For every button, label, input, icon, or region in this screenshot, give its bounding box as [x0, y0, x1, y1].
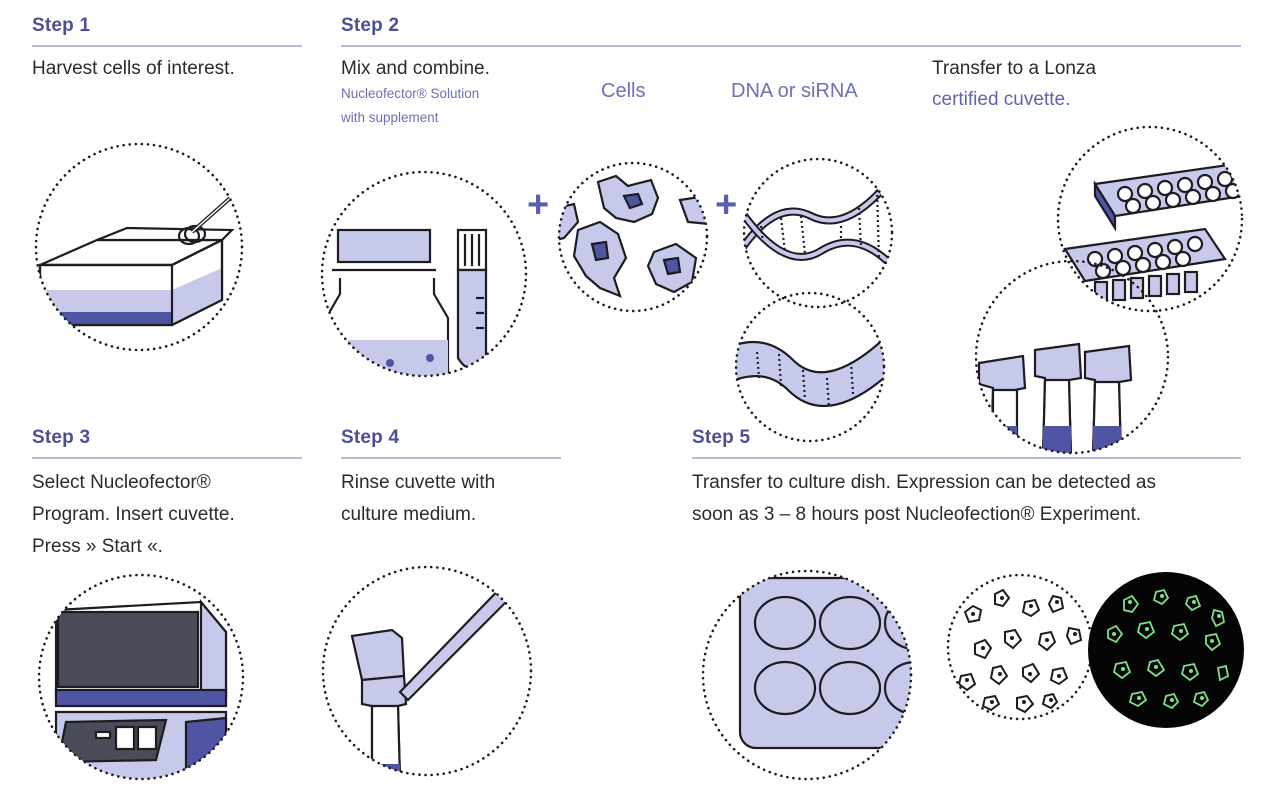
- dna-helix-icon: [742, 157, 894, 309]
- transfer-text-line2: certified cuvette.: [932, 89, 1071, 110]
- step2-title: Step 2: [341, 15, 400, 36]
- step1-text: Harvest cells of interest.: [32, 58, 235, 79]
- dna-label: DNA or siRNA: [731, 80, 858, 102]
- nucleofector-device-icon: [37, 573, 245, 781]
- step1-title: Step 1: [32, 15, 91, 36]
- culture-flask-icon: [34, 142, 244, 352]
- cells-label: Cells: [601, 80, 646, 102]
- culture-dish-icon: [701, 569, 913, 781]
- pipette-cuvette-icon: [321, 565, 533, 777]
- cells-transfected-icon: [946, 573, 1094, 721]
- step3-text-line1: Select Nucleofector®: [32, 472, 211, 493]
- step4-text-line1: Rinse cuvette with: [341, 472, 496, 493]
- fluorescent-cells-icon: [1088, 572, 1244, 728]
- step5-rule: [692, 457, 1241, 459]
- cells-icon: [557, 161, 709, 313]
- step3-text-line2: Program. Insert cuvette.: [32, 504, 235, 525]
- step2-text: Mix and combine.: [341, 58, 490, 79]
- plus-sign-2: +: [715, 184, 738, 226]
- step3-rule: [32, 457, 302, 459]
- step3-text-line3: Press » Start «.: [32, 536, 163, 557]
- step2-rule: [341, 45, 1241, 47]
- solution-bottle-icon: [320, 170, 528, 378]
- step4-text-line2: culture medium.: [341, 504, 477, 525]
- plus-sign-1: +: [527, 184, 550, 226]
- step3-title: Step 3: [32, 427, 91, 448]
- step4-rule: [341, 457, 561, 459]
- sirna-strand-icon: [734, 291, 886, 443]
- solution-label-line1: Nucleofector® Solution: [341, 86, 480, 101]
- step1-rule: [32, 45, 302, 47]
- transfer-text-line1: Transfer to a Lonza: [932, 58, 1097, 79]
- step4-title: Step 4: [341, 427, 400, 448]
- step5-title: Step 5: [692, 427, 751, 448]
- cuvettes-icon: [974, 259, 1170, 455]
- step5-text-line2: soon as 3 – 8 hours post Nucleofection® …: [692, 504, 1142, 525]
- solution-label-line2: with supplement: [341, 110, 439, 125]
- step5-text-line1: Transfer to culture dish. Expression can…: [692, 472, 1156, 493]
